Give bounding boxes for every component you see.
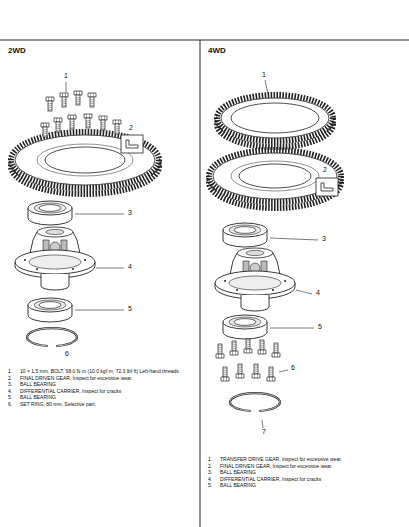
callout-number: 3 — [127, 209, 133, 217]
exploded-view — [296, 290, 312, 294]
bolts-2wd — [60, 93, 68, 107]
bolts-4wd — [272, 343, 280, 357]
panel-heading: 4WD — [208, 47, 226, 56]
item-text: TRANSFER DRIVE GEAR, Inspect for excessi… — [220, 456, 396, 462]
exploded-view — [75, 214, 124, 215]
callout-number: 5 — [127, 305, 133, 313]
left-hand-thread-symbol — [316, 178, 338, 196]
item-text: BALL BEARING — [220, 469, 396, 475]
bolts-2wd — [68, 115, 76, 129]
transfer-drive-gear — [217, 80, 333, 147]
exploded-view — [75, 310, 124, 311]
final-driven-gear-4wd — [239, 164, 311, 188]
final-driven-gear-2wd — [37, 144, 133, 176]
callout-number: 5 — [317, 323, 323, 331]
bolts-4wd — [216, 344, 224, 358]
item-number: 6. — [8, 401, 12, 407]
exploded-view — [96, 268, 124, 269]
callout-number: 7 — [261, 428, 267, 436]
callout-number: 6 — [64, 350, 70, 358]
final-driven-gear-4wd — [209, 150, 341, 208]
final-driven-gear-2wd — [11, 132, 159, 194]
item-number: 3. — [208, 469, 212, 475]
final-driven-gear-4wd — [209, 150, 341, 202]
callout-number: 2 — [128, 124, 134, 132]
callout-number: 6 — [290, 364, 296, 372]
item-text: DIFFERENTIAL CARRIER, Inspect for cracks — [220, 476, 396, 482]
transfer-drive-gear — [221, 98, 329, 138]
bolts-4wd — [279, 370, 288, 372]
ball-bearing — [28, 201, 72, 225]
final-driven-gear-2wd — [15, 135, 155, 185]
bolts-4wd — [267, 367, 275, 381]
bolts-2wd — [113, 120, 121, 134]
item-number: 2. — [208, 463, 212, 469]
exploded-view — [270, 328, 314, 329]
item-number: 5. — [8, 394, 12, 400]
bolts-4wd — [258, 340, 266, 354]
ball-bearing — [28, 298, 72, 322]
item-number: 4. — [208, 476, 212, 482]
bolts-4wd — [252, 364, 260, 378]
bolts-2wd — [46, 97, 54, 111]
ball-bearing — [223, 223, 267, 247]
bolts-2wd — [74, 91, 82, 105]
callout-number: 1 — [261, 71, 267, 79]
item-number: 4. — [8, 388, 12, 394]
frame-lines — [200, 40, 201, 527]
bolts-4wd — [244, 339, 252, 353]
left-hand-thread-symbol — [121, 135, 143, 153]
item-number: 2. — [8, 375, 12, 381]
item-text: 10 × 1.5 mm, BOLT, 98.0 N·m (10.0 kgf·m,… — [20, 368, 192, 374]
item-number: 1. — [8, 368, 12, 374]
transfer-drive-gear — [217, 95, 333, 141]
frame-lines — [0, 40, 409, 41]
callout-number: 4 — [315, 289, 321, 297]
item-text: FINAL DRIVEN GEAR, Inspect for excessive… — [220, 463, 396, 469]
item-text: FINAL DRIVEN GEAR, Inspect for excessive… — [20, 375, 192, 381]
item-text: DIFFERENTIAL CARRIER, Inspect for cracks — [20, 388, 192, 394]
callout-number: 2 — [322, 166, 328, 174]
callout-number: 1 — [63, 72, 69, 80]
item-text: BALL BEARING — [20, 381, 192, 387]
panel-heading: 2WD — [8, 47, 26, 56]
bolts-2wd — [84, 114, 92, 128]
final-driven-gear-2wd — [45, 147, 125, 173]
bolts-2wd — [99, 116, 107, 130]
item-number: 3. — [8, 381, 12, 387]
bolts-2wd — [41, 82, 121, 137]
frame-lines — [0, 40, 409, 527]
item-number: 5. — [208, 482, 212, 488]
bolts-2wd — [88, 93, 96, 107]
bolts-2wd — [66, 82, 67, 92]
exploded-view — [336, 170, 337, 176]
bolts-2wd — [41, 123, 49, 137]
set-ring — [27, 328, 77, 346]
final-driven-gear-4wd — [213, 153, 337, 199]
final-driven-gear-4wd — [231, 161, 319, 191]
callout-number: 3 — [321, 235, 327, 243]
item-text: BALL BEARING — [20, 394, 192, 400]
bolts-4wd — [221, 367, 229, 381]
bolts-2wd — [54, 118, 62, 132]
callout-number: 4 — [127, 263, 133, 271]
transfer-drive-gear — [231, 103, 319, 133]
exploded-view — [270, 238, 318, 240]
exploded-view — [262, 420, 263, 428]
final-driven-gear-2wd — [11, 132, 159, 188]
item-text: BALL BEARING — [220, 482, 396, 488]
bolts-4wd — [216, 339, 288, 381]
item-text: SET RING, 80 mm, Selective part. — [20, 401, 192, 407]
bolts-4wd — [236, 364, 244, 378]
bolts-4wd — [230, 341, 238, 355]
ball-bearing — [223, 315, 267, 339]
transfer-drive-gear — [265, 80, 268, 94]
differential-carrier — [215, 248, 295, 311]
item-number: 1. — [208, 456, 212, 462]
differential-carrier — [15, 227, 95, 290]
set-ring — [230, 393, 280, 411]
